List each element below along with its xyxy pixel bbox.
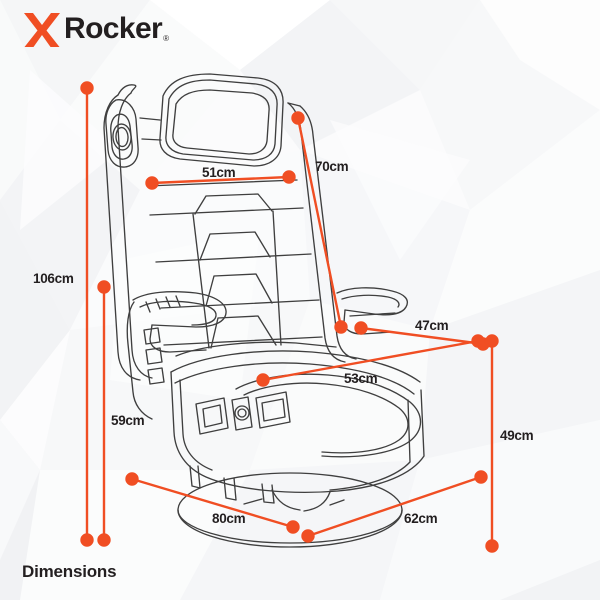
dimension-label-51cm: 51cm [202, 165, 236, 180]
dimension-label-47cm: 47cm [415, 318, 449, 333]
dimension-line-seat-height [97, 280, 111, 547]
dimension-label-106cm: 106cm [33, 271, 74, 286]
dimension-line-seat-depth [256, 334, 485, 387]
x-rocker-logo-icon [22, 10, 62, 48]
dimension-line-base-depth-right [301, 470, 488, 543]
dimension-line-base-depth-left [125, 472, 300, 534]
dimension-label-49cm: 49cm [500, 428, 534, 443]
dimension-line-base-to-seat [485, 334, 499, 553]
dimension-label-70cm: 70cm [315, 159, 349, 174]
dimension-line-backrest-width [145, 170, 296, 190]
brand-logo: Rocker ® [22, 10, 169, 48]
registered-mark: ® [163, 34, 170, 43]
dimension-label-59cm: 59cm [111, 413, 145, 428]
dimension-label-53cm: 53cm [344, 371, 378, 386]
dimension-label-62cm: 62cm [404, 511, 438, 526]
page-title: Dimensions [22, 562, 117, 581]
brand-name: Rocker [64, 12, 163, 45]
dimension-line-height-total [80, 81, 94, 547]
dimension-line-backrest-height [291, 111, 348, 334]
dimension-label-80cm: 80cm [212, 511, 246, 526]
